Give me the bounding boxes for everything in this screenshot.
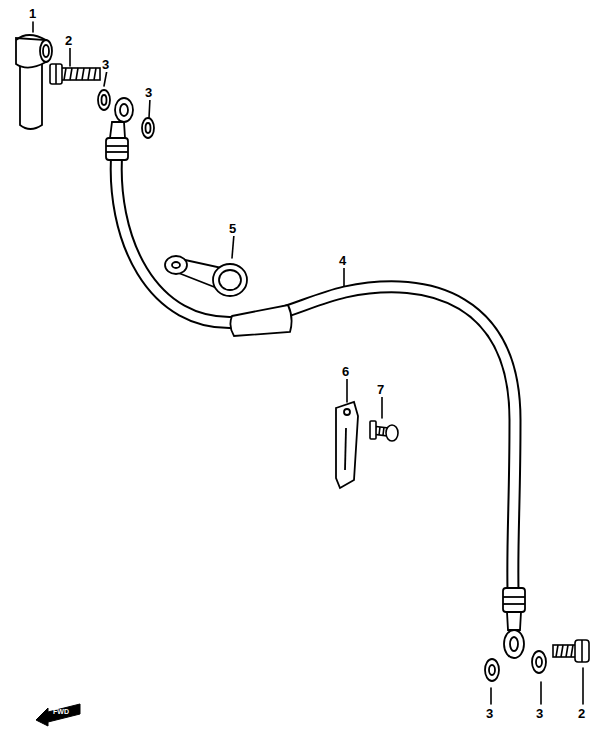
callout-number: 5 [228, 221, 237, 236]
callout-number: 7 [376, 382, 385, 397]
callout-number: 3 [144, 85, 153, 100]
callout-number: 6 [341, 364, 350, 379]
callout-number: 3 [485, 706, 494, 721]
callout-number: 2 [64, 33, 73, 48]
callout-number: 1 [28, 6, 37, 21]
callout-number: 3 [535, 706, 544, 721]
callout-number: 4 [338, 253, 347, 268]
callout-number: 3 [101, 57, 110, 72]
callout-number: 2 [577, 706, 586, 721]
direction-label: FWD [52, 707, 70, 716]
